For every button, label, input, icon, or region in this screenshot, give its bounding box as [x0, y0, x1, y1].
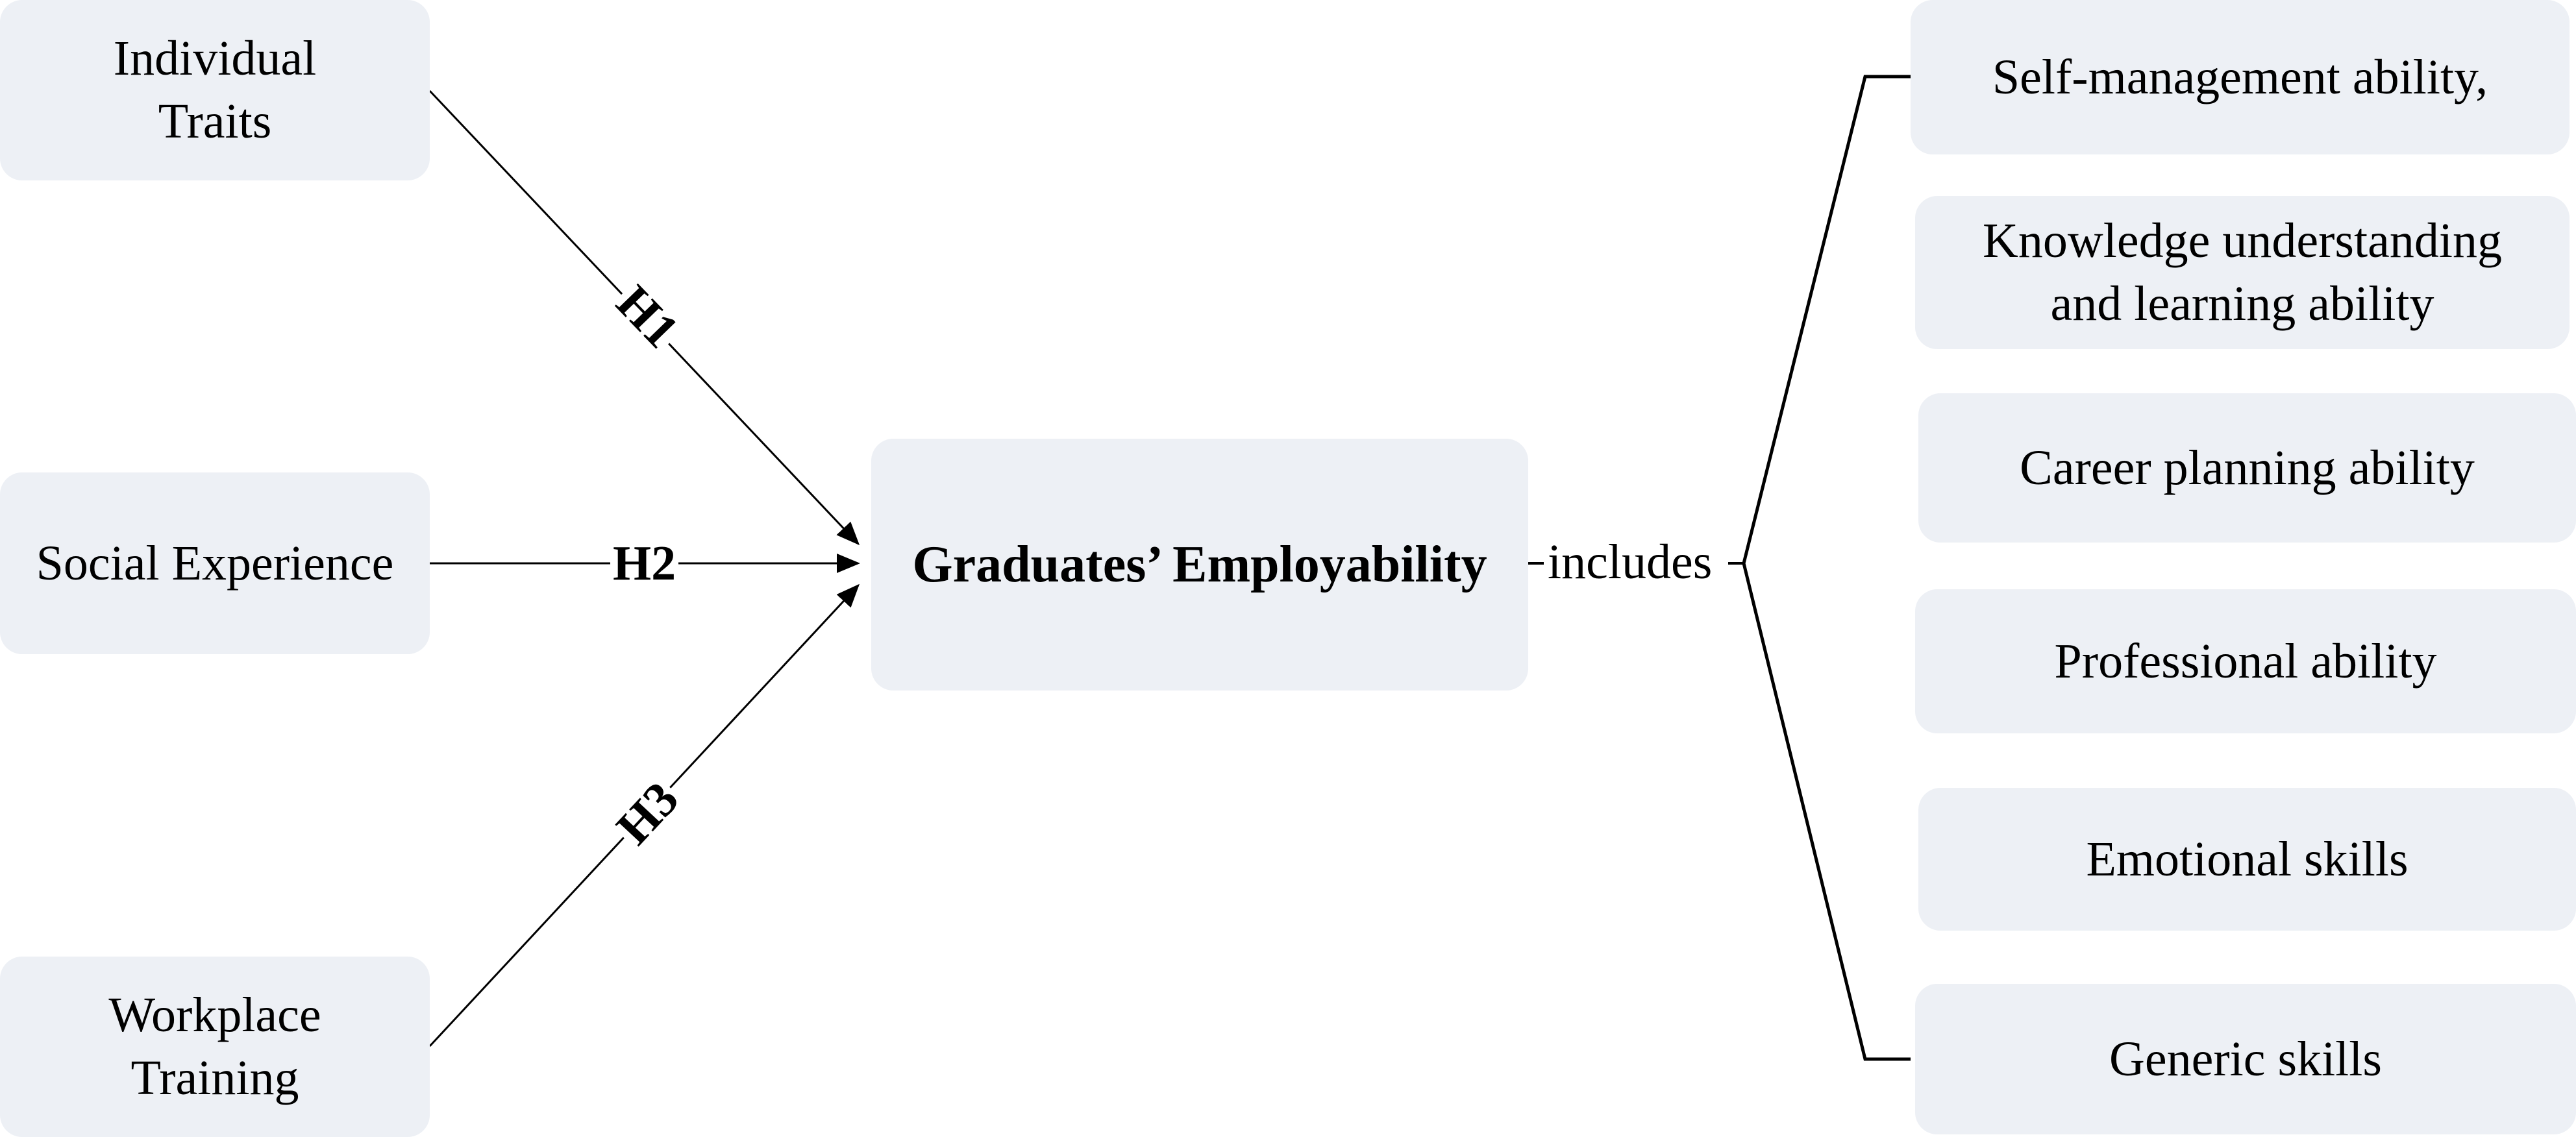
input-label-line1: Social Experience — [36, 535, 394, 591]
output-box-self-management: Self-management ability, — [1911, 0, 2570, 154]
input-label-line1: Individual — [113, 31, 317, 86]
output-label-line1: Self-management ability, — [1992, 49, 2488, 104]
input-box-social-experience: Social Experience — [0, 472, 430, 654]
input-box-workplace-training: Workplace Training — [0, 957, 430, 1137]
output-box-career-planning: Career planning ability — [1918, 393, 2576, 543]
output-label-line1: Emotional skills — [2086, 831, 2409, 886]
bracket — [1742, 75, 1911, 1061]
input-box-individual-traits: Individual Traits — [0, 0, 430, 180]
output-box-professional-ability: Professional ability — [1915, 589, 2576, 733]
output-label-line2: and learning ability — [2050, 276, 2434, 331]
output-box-knowledge-learning: Knowledge understanding and learning abi… — [1915, 196, 2570, 349]
input-label-line1: Workplace — [108, 988, 321, 1042]
output-box-emotional-skills: Emotional skills — [1918, 788, 2576, 931]
center-label: Graduates’ Employability — [912, 535, 1487, 593]
includes-label: includes — [1545, 537, 1715, 587]
output-box-generic-skills: Generic skills — [1915, 984, 2576, 1134]
hypothesis-label-h2: H2 — [610, 539, 679, 588]
input-label-line2: Traits — [158, 94, 272, 149]
output-label-line1: Knowledge understanding — [1983, 214, 2502, 268]
output-label-line1: Career planning ability — [2020, 440, 2475, 495]
output-label-line1: Generic skills — [2109, 1031, 2382, 1086]
output-label-line1: Professional ability — [2054, 633, 2437, 689]
center-box-graduates-employability: Graduates’ Employability — [871, 439, 1528, 691]
input-label-line2: Training — [130, 1051, 299, 1105]
